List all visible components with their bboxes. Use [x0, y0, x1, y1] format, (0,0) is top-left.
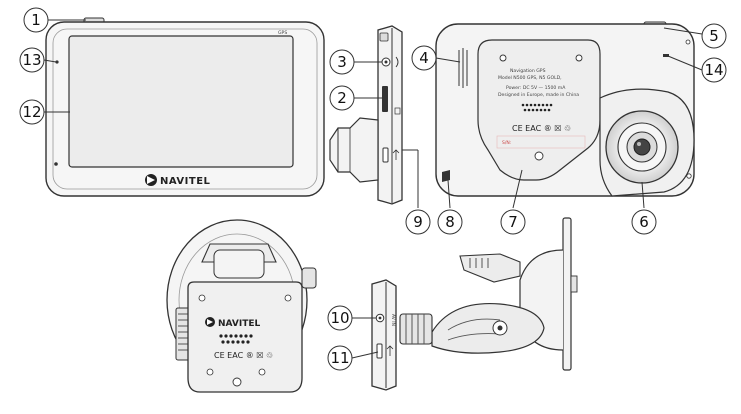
- screen: [68, 35, 294, 168]
- callout-number-11: 11: [330, 349, 349, 367]
- callout-number-6: 6: [639, 213, 649, 231]
- mount-usb-icon: [386, 345, 394, 356]
- callout-number-4: 4: [419, 49, 429, 67]
- side-body: [377, 25, 403, 205]
- callout-numbers: 1 13 12 3 2 9 4 8 7 6 5 14 10 11: [22, 11, 723, 367]
- back-text-line-3: Power: DC 5V — 1500 mA: [506, 85, 566, 91]
- callout-10: [327, 305, 353, 331]
- usb-icon: [392, 149, 400, 160]
- callout-1: [23, 7, 49, 33]
- back-view: Navigation GPS Model N500 GPS, N5 GOLD, …: [435, 21, 695, 197]
- suction-plate: [562, 217, 572, 371]
- headphone-icon: [395, 56, 399, 68]
- cradle-side: [371, 279, 397, 391]
- indicator-led: [54, 162, 58, 166]
- back-text-line-1: Navigation GPS: [510, 68, 546, 74]
- front-brand-text: NAVITEL: [160, 176, 211, 187]
- callouts: [19, 7, 727, 371]
- microsd-slot: [382, 86, 388, 112]
- callout-2: [329, 85, 355, 111]
- gps-label: GPS: [278, 30, 287, 36]
- callout-8: [437, 209, 463, 235]
- speaker-grille: [458, 48, 468, 88]
- callout-13: [19, 47, 45, 73]
- callout-9: [405, 209, 431, 235]
- callout-11: [327, 345, 353, 371]
- callout-5: [701, 23, 727, 49]
- callout-14: [701, 57, 727, 83]
- mount-certification-marks: CE EAC ® ☒ ♲: [214, 351, 273, 360]
- back-led-indicator: [663, 54, 669, 57]
- callout-number-10: 10: [330, 309, 349, 327]
- serial-label: S/N:: [502, 140, 511, 146]
- usb-port: [382, 147, 389, 163]
- mount-logo-icon: [205, 317, 215, 327]
- callout-12: [19, 99, 45, 125]
- mount-usb-port: [376, 343, 383, 359]
- callout-3: [329, 49, 355, 75]
- av-in-label: AV IN: [390, 314, 396, 326]
- callout-number-14: 14: [704, 61, 723, 79]
- callout-7: [500, 209, 526, 235]
- callout-number-2: 2: [337, 89, 347, 107]
- side-mount: [329, 117, 379, 183]
- callout-number-1: 1: [31, 11, 41, 29]
- navitel-logo-icon: [145, 174, 157, 186]
- callout-4: [411, 45, 437, 71]
- mount-plate: [477, 39, 601, 181]
- callout-number-3: 3: [337, 53, 347, 71]
- back-text-line-2: Model N500 GPS, N5 GOLD,: [498, 75, 562, 81]
- callout-6: [631, 209, 657, 235]
- front-view: GPS NAVITEL: [45, 17, 325, 197]
- callout-number-9: 9: [413, 213, 423, 231]
- side-view: [329, 25, 403, 205]
- back-text-line-4: Designed in Europe, made in China: [498, 92, 579, 98]
- callout-number-7: 7: [508, 213, 518, 231]
- reset-notch: [442, 170, 450, 182]
- callout-number-8: 8: [445, 213, 455, 231]
- callout-number-12: 12: [22, 103, 41, 121]
- callout-number-13: 13: [22, 51, 41, 69]
- callout-number-5: 5: [709, 27, 719, 45]
- back-certification-marks: CE EAC ® ☒ ♲: [512, 124, 571, 133]
- sd-card-icon: [394, 107, 401, 115]
- mount-brand-text: NAVITEL: [218, 319, 260, 329]
- lock-lever-side: [459, 253, 521, 283]
- serial-sticker: [496, 135, 586, 149]
- microphone-hole: [55, 60, 59, 64]
- mount-back-view: NAVITEL CE EAC ® ☒ ♲: [166, 219, 317, 393]
- ball-joint-nut: [399, 313, 433, 345]
- mount-arm: [431, 302, 545, 354]
- camera-lens-inner: [633, 138, 651, 156]
- mount-side-view: AV IN: [371, 217, 578, 391]
- mount-pin-contacts: [219, 334, 253, 344]
- back-pin-contacts: [521, 103, 553, 112]
- side-knob: [301, 267, 317, 289]
